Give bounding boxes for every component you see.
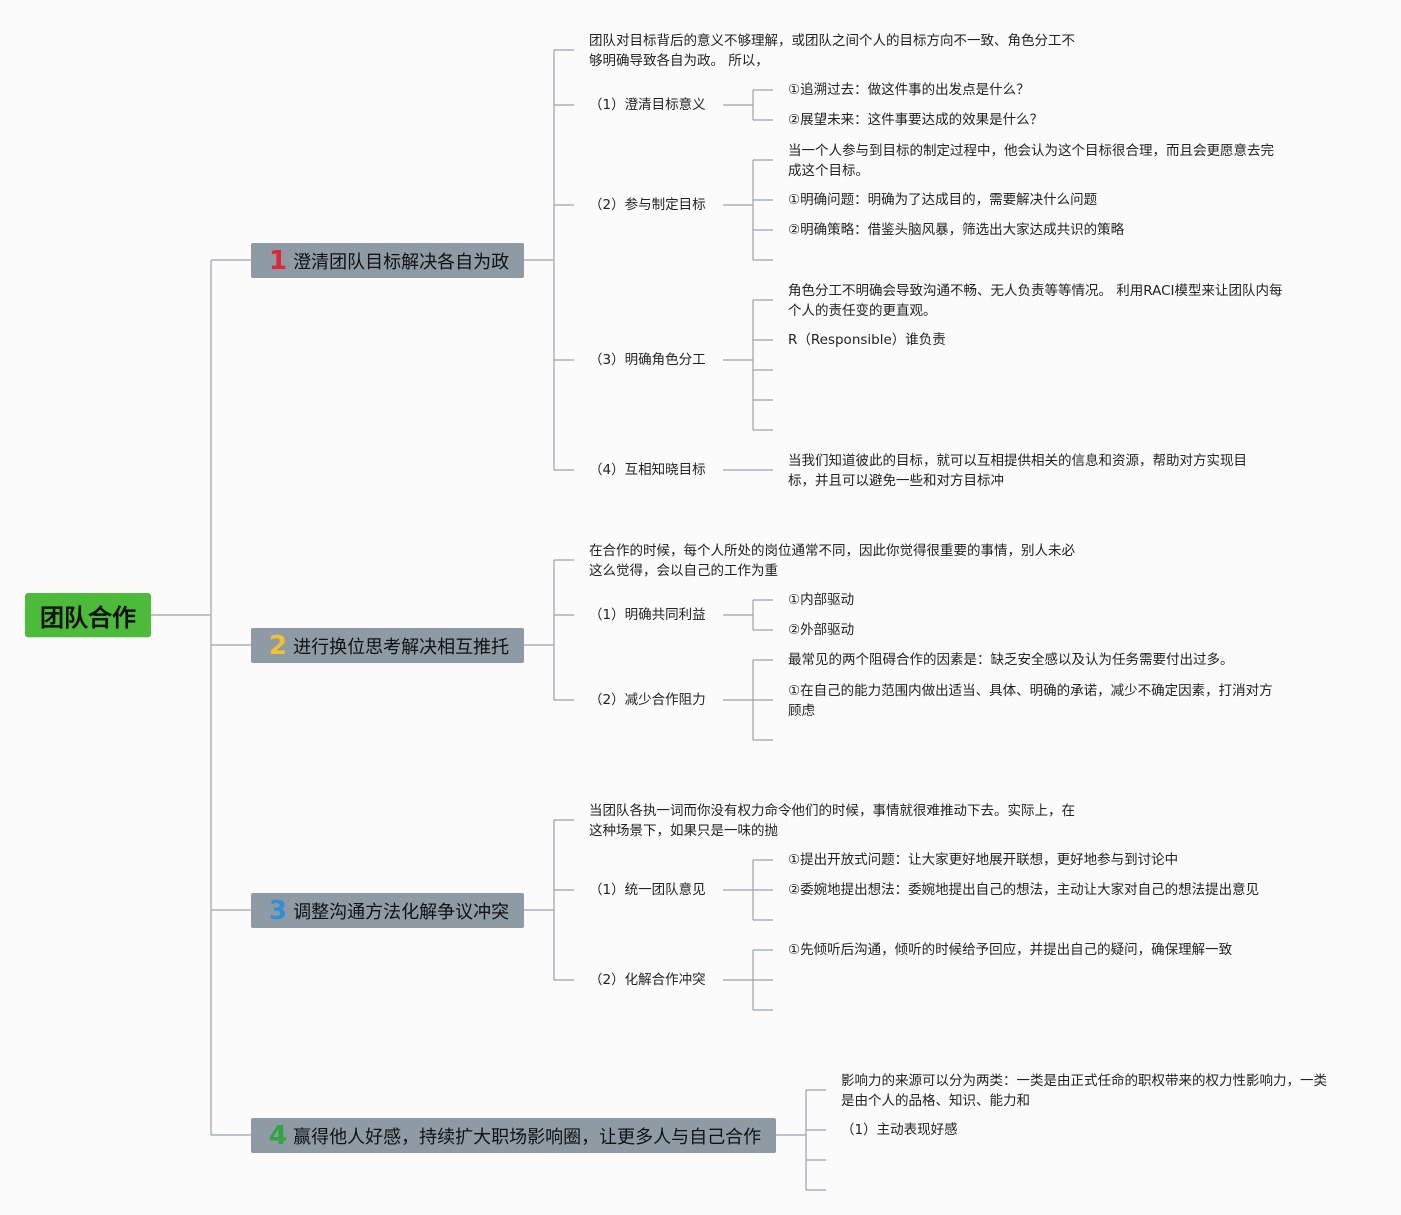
sub-node[interactable]: （3）明确角色分工 xyxy=(589,352,706,368)
leaf-node[interactable]: ①先倾听后沟通，倾听的时候给予回应，并提出自己的疑问，确保理解一致 xyxy=(788,942,1233,958)
branch-title: 澄清团队目标解决各自为政 xyxy=(293,251,510,273)
leaf-node[interactable]: ①追溯过去：做这件事的出发点是什么？ xyxy=(788,82,1030,98)
sub-node[interactable]: （1）统一团队意见 xyxy=(589,882,706,898)
leaf-node[interactable]: ②外部驱动 xyxy=(788,622,855,638)
sub-node[interactable]: （4）互相知晓目标 xyxy=(589,462,706,478)
leaf-node[interactable]: ①在自己的能力范围内做出适当、具体、明确的承诺，减少不确定因素，打消对方顾虑 xyxy=(788,683,1273,719)
sub-node[interactable]: （1）澄清目标意义 xyxy=(589,97,706,113)
root-node[interactable]: 团队合作 xyxy=(25,593,151,637)
leaf-node[interactable]: ②委婉地提出想法：委婉地提出自己的想法，主动让大家对自己的想法提出意见 xyxy=(788,882,1260,898)
sub-node[interactable]: （2）减少合作阻力 xyxy=(589,692,706,708)
sub-node[interactable]: （2）参与制定目标 xyxy=(589,197,706,213)
leaf-node[interactable]: 当我们知道彼此的目标，就可以互相提供相关的信息和资源，帮助对方实现目标，并且可以… xyxy=(788,453,1247,489)
branch-node-1[interactable]: 1 澄清团队目标解决各自为政 xyxy=(251,243,524,278)
sub-node[interactable]: （1）主动表现好感 xyxy=(841,1122,958,1138)
leaf-node[interactable]: ①明确问题：明确为了达成目的，需要解决什么问题 xyxy=(788,192,1098,208)
branch-intro[interactable]: 团队对目标背后的意义不够理解，或团队之间个人的目标方向不一致、角色分工不够明确导… xyxy=(589,33,1075,69)
branch-intro[interactable]: 在合作的时候，每个人所处的岗位通常不同，因此你觉得很重要的事情，别人未必这么觉得… xyxy=(589,543,1075,579)
branch-title: 赢得他人好感，持续扩大职场影响圈，让更多人与自己合作 xyxy=(293,1126,762,1148)
branch-title: 进行换位思考解决相互推托 xyxy=(293,636,510,658)
branch-node-2[interactable]: 2 进行换位思考解决相互推托 xyxy=(251,628,524,663)
leaf-node[interactable]: 当一个人参与到目标的制定过程中，他会认为这个目标很合理，而且会更愿意去完成这个目… xyxy=(788,143,1274,179)
branch-number: 3 xyxy=(269,895,288,926)
branch-intro[interactable]: 影响力的来源可以分为两类：一类是由正式任命的职权带来的权力性影响力，一类是由个人… xyxy=(841,1073,1327,1109)
branch-title: 调整沟通方法化解争议冲突 xyxy=(293,901,510,923)
leaf-node[interactable]: 角色分工不明确会导致沟通不畅、无人负责等等情况。 利用RACI模型来让团队内每个… xyxy=(788,283,1283,319)
leaf-node[interactable]: ②明确策略：借鉴头脑风暴，筛选出大家达成共识的策略 xyxy=(788,222,1125,238)
branch-node-4[interactable]: 4 赢得他人好感，持续扩大职场影响圈，让更多人与自己合作 xyxy=(251,1118,776,1153)
leaf-node[interactable]: ①内部驱动 xyxy=(788,592,855,608)
branch-node-3[interactable]: 3 调整沟通方法化解争议冲突 xyxy=(251,893,524,928)
sub-node[interactable]: （2）化解合作冲突 xyxy=(589,972,706,988)
branch-number: 2 xyxy=(269,630,288,661)
branch-number: 4 xyxy=(269,1120,288,1151)
sub-node[interactable]: （1）明确共同利益 xyxy=(589,607,706,623)
leaf-node[interactable]: ②展望未来：这件事要达成的效果是什么？ xyxy=(788,112,1044,128)
leaf-node[interactable]: 最常见的两个阻碍合作的因素是：缺乏安全感以及认为任务需要付出过多。 xyxy=(788,652,1234,668)
branch-intro[interactable]: 当团队各执一词而你没有权力命令他们的时候，事情就很难推动下去。实际上，在这种场景… xyxy=(589,803,1075,839)
leaf-node[interactable]: ①提出开放式问题：让大家更好地展开联想，更好地参与到讨论中 xyxy=(788,852,1179,868)
leaf-node[interactable]: R（Responsible）谁负责 xyxy=(788,332,946,348)
branch-number: 1 xyxy=(269,245,288,276)
